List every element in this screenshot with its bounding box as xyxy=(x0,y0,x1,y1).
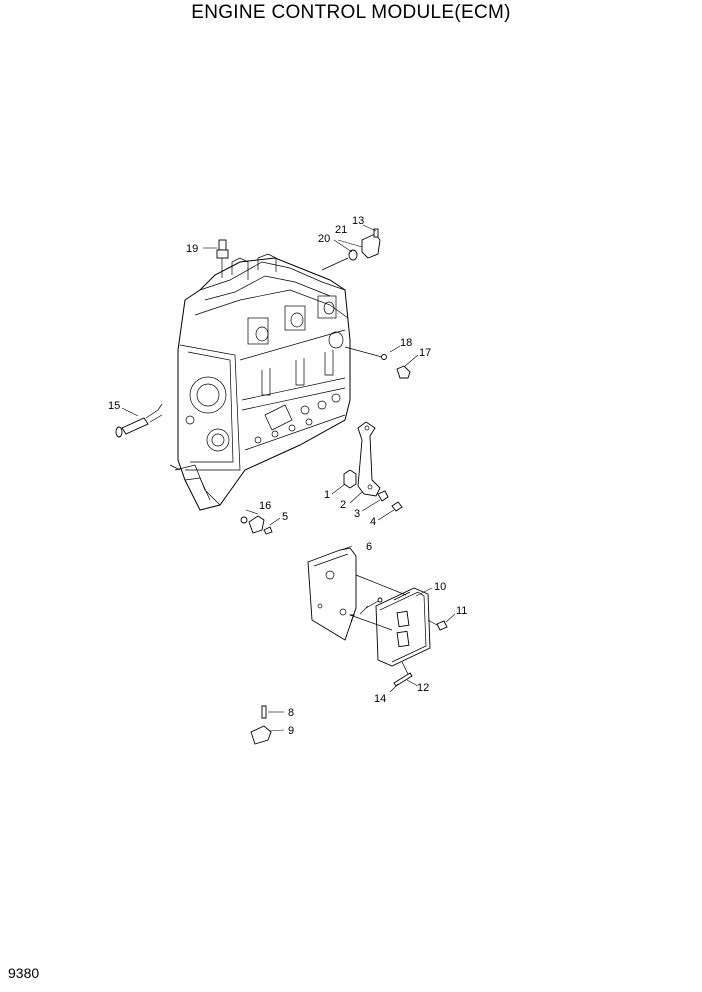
callout-18: 18 xyxy=(400,337,412,349)
callout-14: 14 xyxy=(374,693,386,705)
part-17-sensor xyxy=(344,345,419,379)
part-bracket-assembly xyxy=(331,421,403,521)
callout-3: 3 xyxy=(354,508,360,520)
callout-11: 11 xyxy=(456,605,467,617)
callout-16: 16 xyxy=(259,500,271,512)
callout-12: 12 xyxy=(417,682,429,694)
callout-8: 8 xyxy=(288,707,294,719)
engine-block xyxy=(169,253,351,511)
callout-labels: 1 2 3 4 5 6 7 8 9 10 11 12 13 14 15 16 1… xyxy=(108,215,467,737)
part-7-bolt xyxy=(359,597,383,615)
part-9-connector xyxy=(250,705,285,745)
callout-9: 9 xyxy=(288,725,294,737)
callout-13: 13 xyxy=(352,215,364,227)
callout-2: 2 xyxy=(340,499,346,511)
part-6-mounting-plate xyxy=(307,545,357,641)
callout-17: 17 xyxy=(419,347,431,359)
part-15-sensor xyxy=(115,403,163,438)
callout-19: 19 xyxy=(186,243,198,255)
callout-21: 21 xyxy=(335,224,347,236)
part-19-sensor xyxy=(203,239,229,278)
part-11-bolt xyxy=(427,613,456,631)
callout-4: 4 xyxy=(370,516,376,528)
callout-6: 6 xyxy=(366,541,372,553)
page-title: ENGINE CONTROL MODULE(ECM) xyxy=(191,2,511,23)
callout-10: 10 xyxy=(434,581,446,593)
part-12-strap xyxy=(389,661,419,693)
part-21-sensor xyxy=(321,224,381,271)
callout-5: 5 xyxy=(282,511,288,523)
callout-7: 7 xyxy=(349,613,355,625)
callout-20: 20 xyxy=(318,233,330,245)
part-16-sensor xyxy=(240,509,281,535)
callout-1: 1 xyxy=(324,489,330,501)
page-number: 9380 xyxy=(8,965,40,981)
part-10-ecm xyxy=(349,574,433,667)
callout-15: 15 xyxy=(108,400,120,412)
